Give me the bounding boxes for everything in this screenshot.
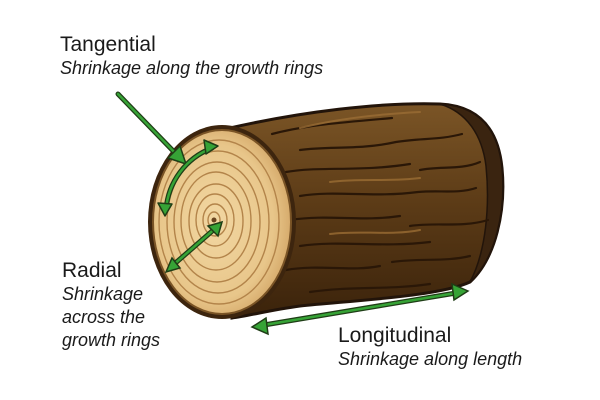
radial-label: Radial Shrinkage across the growth rings bbox=[62, 259, 160, 352]
log-body bbox=[228, 102, 505, 320]
longitudinal-arrow bbox=[250, 282, 470, 336]
radial-description-line-3: growth rings bbox=[62, 330, 161, 350]
radial-title: Radial bbox=[62, 259, 122, 282]
tangential-title: Tangential bbox=[60, 33, 156, 56]
longitudinal-description: Shrinkage along length bbox=[338, 349, 523, 369]
longitudinal-label: Longitudinal Shrinkage along length bbox=[338, 324, 522, 371]
tangential-description: Shrinkage along the growth rings bbox=[60, 58, 324, 78]
tangential-label: Tangential Shrinkage along the growth ri… bbox=[60, 33, 323, 80]
longitudinal-title: Longitudinal bbox=[338, 324, 452, 347]
tangential-arrows bbox=[115, 91, 219, 217]
radial-arrow bbox=[164, 220, 224, 274]
bark-grain bbox=[270, 116, 490, 294]
radial-description-line-1: Shrinkage bbox=[62, 284, 144, 304]
radial-description-line-2: across the bbox=[62, 307, 146, 327]
